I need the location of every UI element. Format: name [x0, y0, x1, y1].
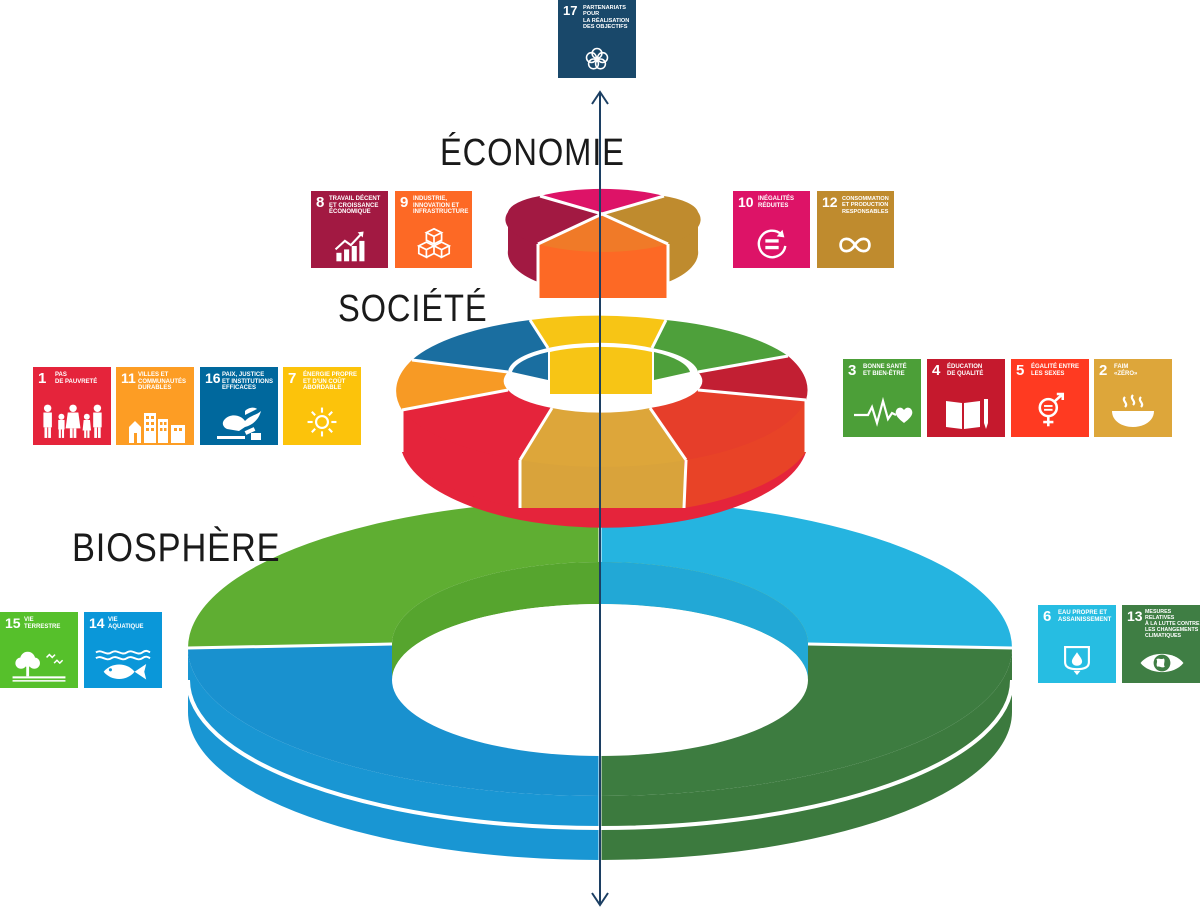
buildings-icon	[129, 413, 185, 443]
sdg-1-tile: 1 PAS DE PAUVRETÉ	[33, 367, 111, 445]
sdg-17-number: 17	[563, 3, 578, 18]
sdg-2-title: FAIM «ZÉRO»	[1114, 364, 1138, 377]
sdg-13-tile: 13 MESURES RELATIVES À LA LUTTE CONTRE L…	[1122, 605, 1200, 683]
sdg-16-title: PAIX, JUSTICE ET INSTITUTIONS EFFICACES	[222, 372, 273, 392]
sdg-5-title: ÉGALITÉ ENTRE LES SEXES	[1031, 364, 1080, 377]
sdg-14-title: VIE AQUATIQUE	[108, 617, 144, 630]
sun-icon	[307, 407, 337, 437]
sdg-9-tile: 9 INDUSTRIE, INNOVATION ET INFRASTRUCTUR…	[395, 191, 472, 268]
biosphere-top-darkgreen	[600, 644, 1012, 796]
sdg-5-tile: 5 ÉGALITÉ ENTRE LES SEXES	[1011, 359, 1089, 437]
sdg-3-title: BONNE SANTÉ ET BIEN-ÊTRE	[863, 364, 907, 377]
society-ring	[396, 315, 808, 528]
sdg-4-number: 4	[932, 362, 941, 379]
sdg-2-tile: 2 FAIM «ZÉRO»	[1094, 359, 1172, 437]
sdg-6-tile: 6 EAU PROPRE ET ASSAINISSEMENT	[1038, 605, 1116, 683]
sdg-9-number: 9	[400, 194, 409, 211]
sdg-13-title: MESURES RELATIVES À LA LUTTE CONTRE LES …	[1145, 609, 1200, 639]
sdg-11-title: VILLES ET COMMUNAUTÉS DURABLES	[138, 372, 186, 392]
cubes-icon	[416, 227, 452, 259]
sdg-1-number: 1	[38, 370, 47, 387]
biosphere-top-lightblue	[600, 500, 1012, 648]
sdg-14-tile: 14 VIE AQUATIQUE	[84, 612, 162, 688]
sdg-15-number: 15	[5, 615, 21, 631]
sdg-11-number: 11	[121, 370, 136, 386]
sdg-7-tile: 7 ÉNERGIE PROPRE ET D'UN COÛT ABORDABLE	[283, 367, 361, 445]
label-societe: SOCIÉTÉ	[338, 288, 488, 330]
sdg-8-number: 8	[316, 194, 325, 211]
sdg-10-number: 10	[738, 194, 754, 210]
sdg-4-title: ÉDUCATION DE QUALITÉ	[947, 364, 984, 377]
biosphere-top-blue	[188, 644, 600, 796]
sdg-12-number: 12	[822, 194, 838, 210]
sdg-2-number: 2	[1099, 362, 1108, 379]
central-axis	[591, 90, 609, 907]
biosphere-wall-left	[188, 648, 600, 860]
sdg-16-number: 16	[205, 370, 221, 386]
sdg-1-title: PAS DE PAUVRETÉ	[55, 372, 98, 385]
economy-disc	[505, 188, 701, 298]
sdg-5-number: 5	[1016, 362, 1025, 379]
label-economie: ÉCONOMIE	[440, 132, 625, 174]
growth-chart-icon	[334, 231, 365, 262]
sdg-10-tile: 10 INÉGALITÉS RÉDUITES	[733, 191, 810, 268]
flower-icon	[585, 47, 609, 70]
sdg-11-tile: 11 VILLES ET COMMUNAUTÉS DURABLES	[116, 367, 194, 445]
sdg-15-tile: 15 VIE TERRESTRE	[0, 612, 78, 688]
sdg-3-number: 3	[848, 362, 857, 379]
bowl-icon	[1112, 394, 1154, 427]
sdg-7-number: 7	[288, 370, 297, 387]
infinity-icon	[839, 237, 871, 253]
sdg-4-tile: 4 ÉDUCATION DE QUALITÉ	[927, 359, 1005, 437]
sdg-17-tile: 17 PARTENARIATS POUR LA RÉALISATION DES …	[558, 0, 636, 78]
eye-earth-icon	[1140, 653, 1184, 673]
equality-icon	[757, 229, 787, 259]
sdg-10-title: INÉGALITÉS RÉDUITES	[758, 196, 795, 209]
heartbeat-icon	[854, 397, 913, 427]
sdg-12-title: CONSOMMATION ET PRODUCTION RESPONSABLES	[842, 196, 889, 215]
sdg-6-number: 6	[1043, 608, 1052, 625]
biosphere-wall-right	[600, 648, 1012, 860]
label-biosphere: BIOSPHÈRE	[72, 526, 281, 570]
sdg-8-tile: 8 TRAVAIL DÉCENT ET CROISSANCE ÉCONOMIQU…	[311, 191, 388, 268]
sdg-7-title: ÉNERGIE PROPRE ET D'UN COÛT ABORDABLE	[303, 372, 358, 392]
sdg-6-title: EAU PROPRE ET ASSAINISSEMENT	[1058, 610, 1112, 623]
sdg-9-title: INDUSTRIE, INNOVATION ET INFRASTRUCTURE	[413, 196, 469, 216]
sdg-14-number: 14	[89, 615, 105, 631]
sdg-8-title: TRAVAIL DÉCENT ET CROISSANCE ÉCONOMIQUE	[329, 196, 381, 216]
fish-icon	[95, 649, 151, 680]
sdg-17-title: PARTENARIATS POUR LA RÉALISATION DES OBJ…	[583, 5, 630, 30]
book-icon	[946, 399, 988, 429]
family-icon	[43, 404, 102, 438]
water-icon	[1064, 646, 1090, 676]
dove-icon	[217, 407, 261, 440]
sdg-13-number: 13	[1127, 608, 1143, 624]
gender-icon	[1038, 392, 1065, 427]
biosphere-top-green	[188, 500, 600, 648]
sdg-16-tile: 16 PAIX, JUSTICE ET INSTITUTIONS EFFICAC…	[200, 367, 278, 445]
sdg-15-title: VIE TERRESTRE	[24, 617, 61, 630]
sdg-12-tile: 12 CONSOMMATION ET PRODUCTION RESPONSABL…	[817, 191, 894, 268]
tree-icon	[12, 651, 66, 682]
sdg-3-tile: 3 BONNE SANTÉ ET BIEN-ÊTRE	[843, 359, 921, 437]
